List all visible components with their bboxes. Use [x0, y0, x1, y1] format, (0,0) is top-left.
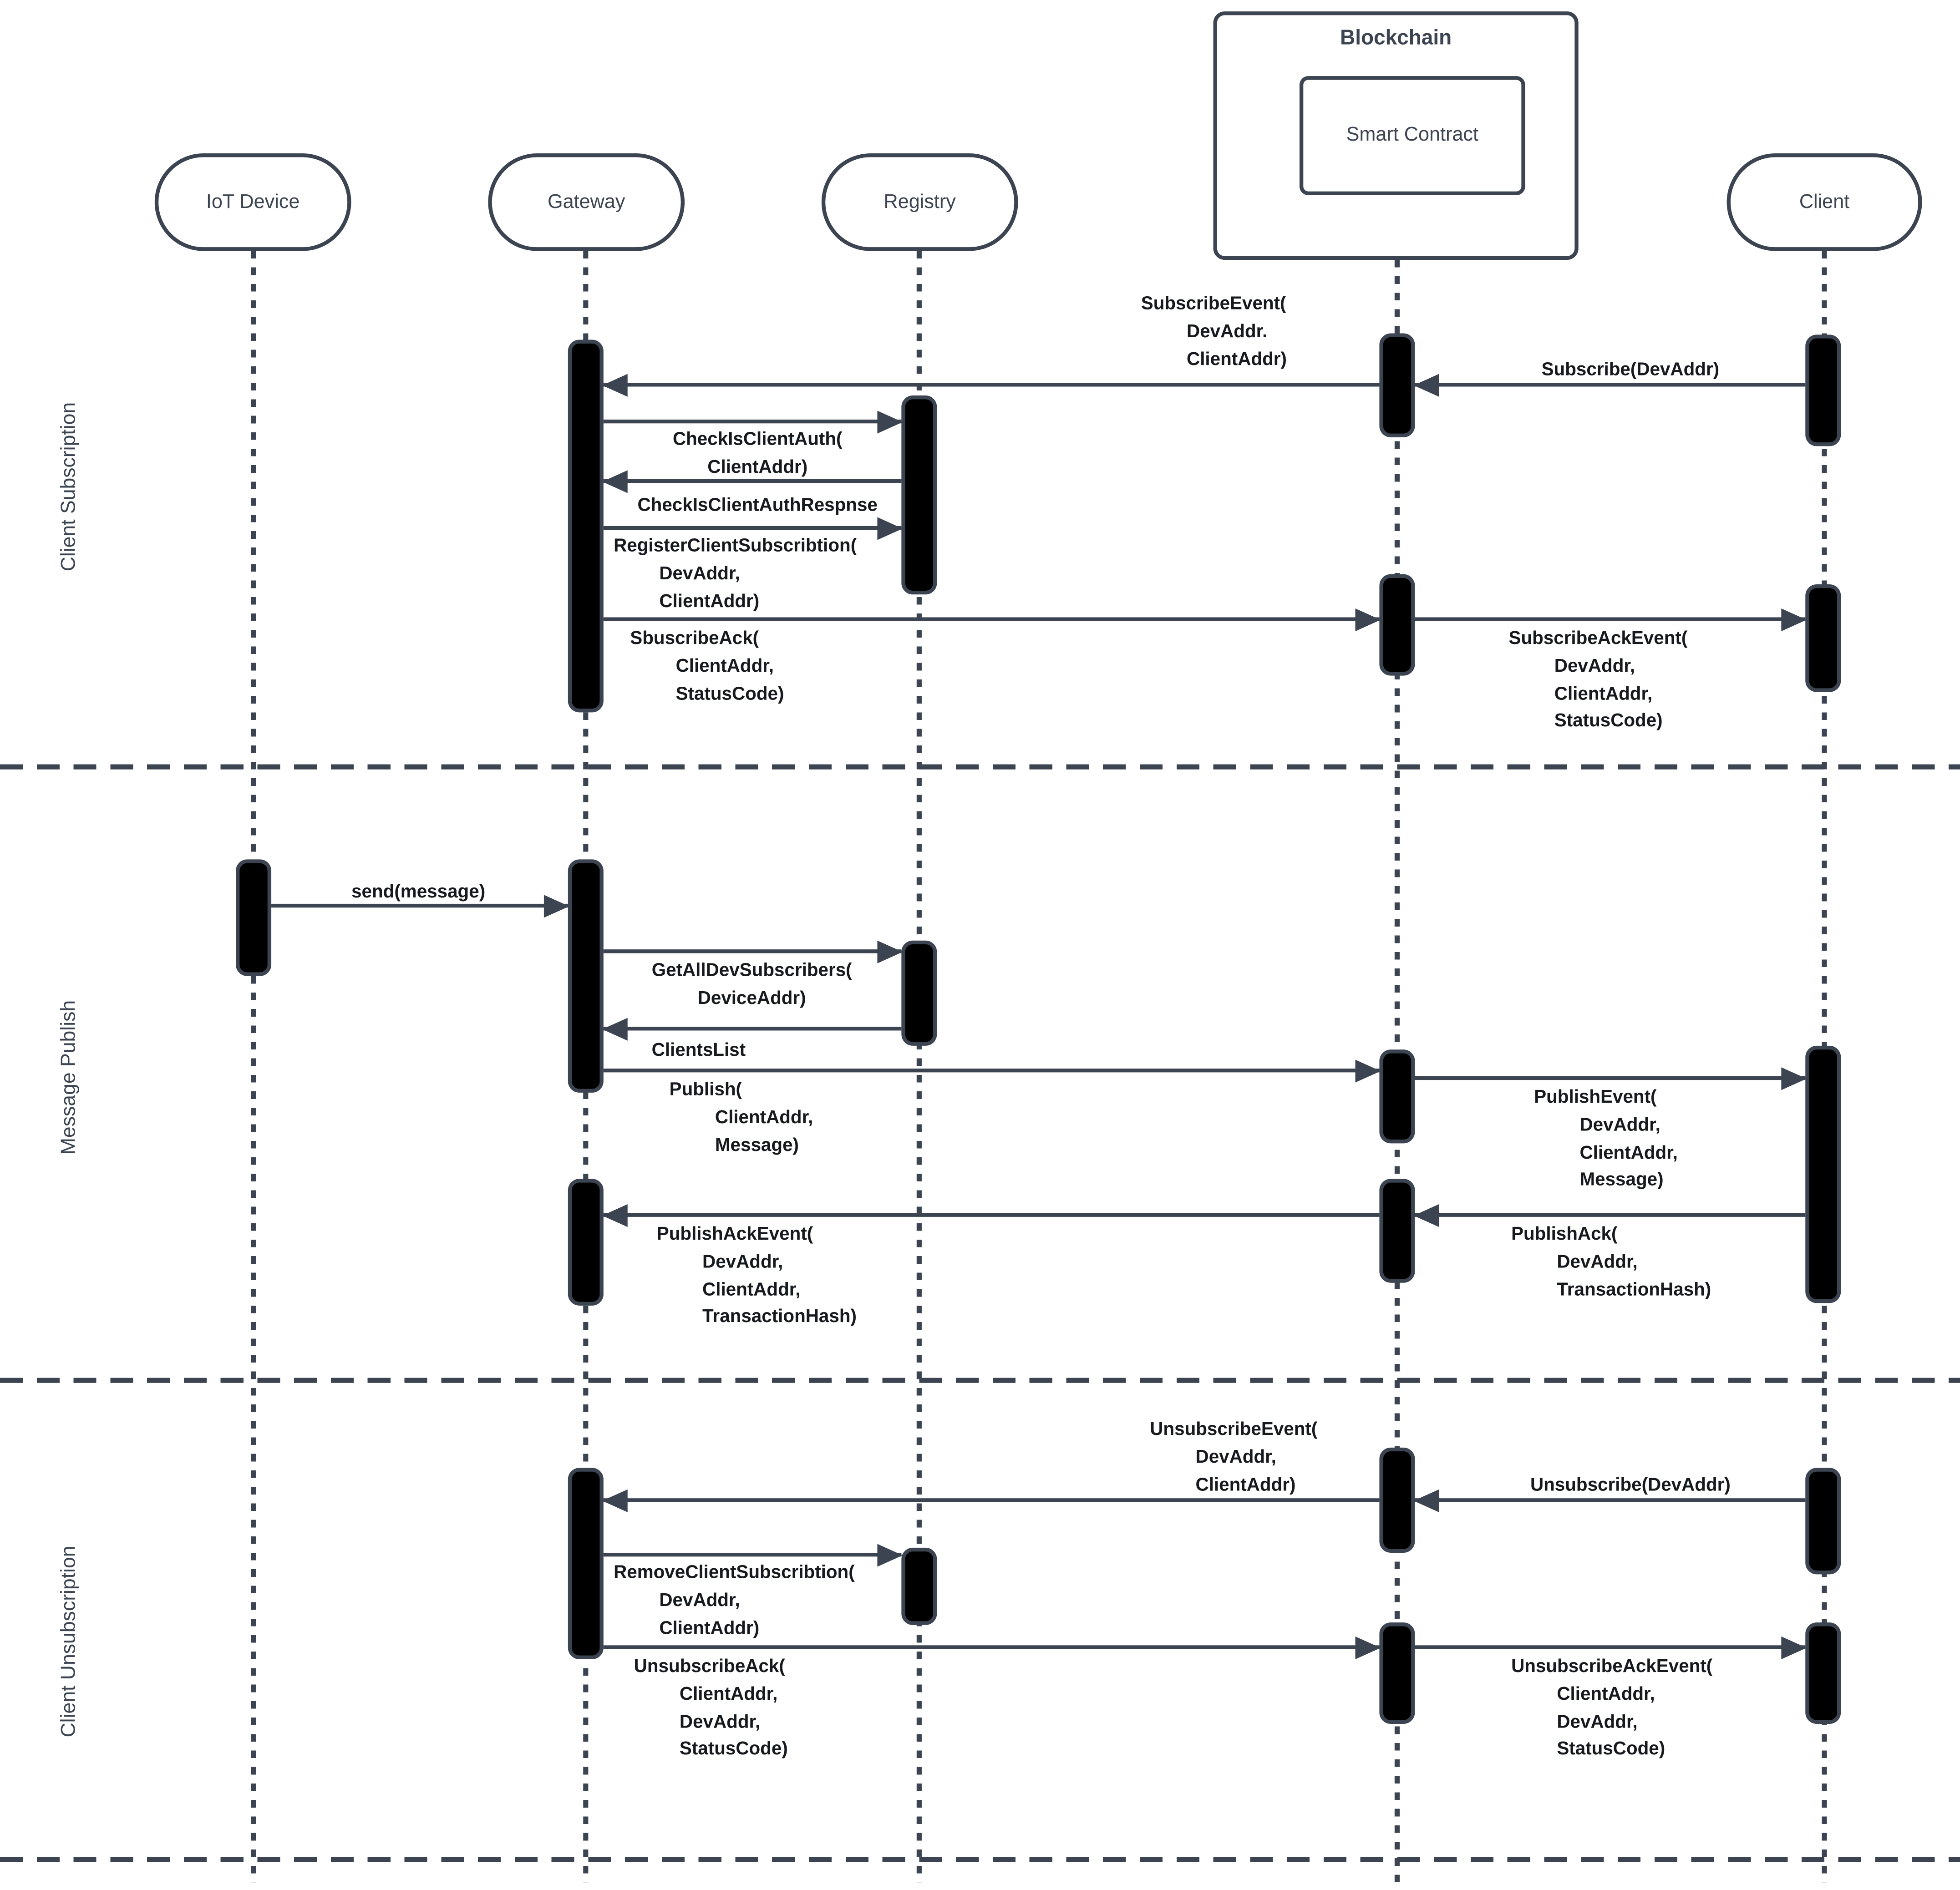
- participant-registry-label: Registry: [884, 191, 956, 213]
- activation-registry-subscription: [901, 395, 937, 595]
- participant-gateway: Gateway: [488, 153, 685, 251]
- arrow-sbuscribe-ack: [603, 617, 1380, 621]
- message-unsubscribe-ack: UnsubscribeAck( ClientAddr, DevAddr, Sta…: [634, 1657, 788, 1760]
- phase-label-client-subscription: Client Subscription: [58, 402, 80, 572]
- activation-registry-unsubscription: [901, 1547, 937, 1625]
- message-register-client-subscription: RegisterClientSubscribtion( DevAddr, Cli…: [614, 536, 857, 612]
- message-publish-ack-event: PublishAckEvent( DevAddr, ClientAddr, Tr…: [656, 1224, 857, 1328]
- arrow-publish-ack: [1415, 1213, 1806, 1217]
- message-publish: Publish( ClientAddr, Message): [669, 1080, 813, 1155]
- participant-blockchain-label: Blockchain: [1340, 26, 1452, 50]
- message-get-all-dev-subscribers: GetAllDevSubscribers( DeviceAddr): [651, 961, 852, 1009]
- arrow-unsubscribe-ack: [603, 1645, 1380, 1649]
- participant-client: Client: [1726, 153, 1922, 251]
- activation-registry-publish: [901, 940, 937, 1046]
- lifeline-registry: [916, 251, 922, 1883]
- message-check-is-client-auth: CheckIsClientAuth( ClientAddr): [672, 430, 843, 478]
- separator-bottom: [0, 1857, 1960, 1862]
- activation-iot-send: [236, 859, 272, 976]
- participant-iot-device: IoT Device: [154, 153, 351, 251]
- message-remove-client-subscription: RemoveClientSubscribtion( DevAddr, Clien…: [614, 1563, 855, 1639]
- arrow-check-is-client-auth-response: [603, 479, 902, 483]
- arrow-remove-client-subscription: [603, 1552, 902, 1557]
- arrow-subscribe-event: [603, 383, 1380, 387]
- activation-gateway-publish-ack: [568, 1179, 604, 1306]
- activation-blockchain-publish-ack: [1379, 1179, 1415, 1283]
- arrow-unsubscribe-ack-event: [1415, 1645, 1806, 1649]
- participant-registry: Registry: [821, 153, 1018, 251]
- message-publish-event: PublishEvent( DevAddr, ClientAddr, Messa…: [1534, 1087, 1678, 1191]
- message-sbuscribe-ack: SbuscribeAck( ClientAddr, StatusCode): [630, 628, 784, 704]
- arrow-publish-event: [1415, 1076, 1806, 1080]
- activation-client-unsubscribe-ack: [1805, 1622, 1841, 1724]
- activation-blockchain-publish: [1379, 1049, 1415, 1144]
- activation-client-subscribe: [1805, 334, 1841, 446]
- message-check-is-client-auth-response: CheckIsClientAuthRespnse: [637, 496, 878, 516]
- participant-gateway-label: Gateway: [547, 191, 625, 213]
- message-unsubscribe-ack-event: UnsubscribeAckEvent( ClientAddr, DevAddr…: [1511, 1657, 1713, 1760]
- separator-subscription-publish: [0, 764, 1960, 770]
- arrow-clients-list: [603, 1027, 902, 1031]
- activation-gateway-unsubscription: [568, 1468, 604, 1659]
- arrow-subscribe-ack-event: [1415, 617, 1806, 621]
- phase-label-client-unsubscription: Client Unsubscription: [58, 1545, 80, 1738]
- message-unsubscribe-event: UnsubscribeEvent( DevAddr, ClientAddr): [1150, 1419, 1318, 1495]
- phase-label-message-publish: Message Publish: [58, 1000, 80, 1155]
- arrow-send: [271, 903, 568, 908]
- activation-client-unsubscribe: [1805, 1468, 1841, 1575]
- lifeline-iot-device: [251, 251, 256, 1883]
- participant-smart-contract: Smart Contract: [1299, 76, 1525, 195]
- message-send: send(message): [351, 882, 486, 903]
- message-unsubscribe: Unsubscribe(DevAddr): [1530, 1475, 1731, 1496]
- activation-blockchain-subscribe-ack: [1379, 574, 1415, 676]
- activation-client-publish: [1805, 1045, 1841, 1303]
- message-subscribe: Subscribe(DevAddr): [1541, 360, 1720, 380]
- participant-client-label: Client: [1799, 191, 1850, 213]
- participant-blockchain: Blockchain Smart Contract: [1213, 11, 1579, 260]
- arrow-unsubscribe: [1415, 1498, 1806, 1502]
- activation-blockchain-unsubscribe: [1379, 1447, 1415, 1553]
- message-clients-list: ClientsList: [651, 1040, 746, 1061]
- separator-publish-unsubscription: [0, 1378, 1960, 1383]
- arrow-subscribe: [1415, 383, 1806, 387]
- arrow-publish-ack-event: [603, 1213, 1380, 1217]
- arrow-publish: [603, 1069, 1380, 1073]
- arrow-register-client-subscription: [603, 526, 902, 530]
- arrow-get-all-dev-subscribers: [603, 949, 902, 953]
- message-publish-ack: PublishAck( DevAddr, TransactionHash): [1511, 1224, 1711, 1300]
- arrow-unsubscribe-event: [603, 1498, 1380, 1502]
- activation-blockchain-unsubscribe-ack: [1379, 1622, 1415, 1724]
- activation-client-subscribe-ack: [1805, 584, 1841, 692]
- activation-gateway-publish: [568, 859, 604, 1093]
- message-subscribe-ack-event: SubscribeAckEvent( DevAddr, ClientAddr, …: [1508, 628, 1688, 732]
- activation-blockchain-subscribe: [1379, 333, 1415, 437]
- arrow-check-is-client-auth: [603, 419, 902, 424]
- activation-gateway-subscription: [568, 339, 604, 713]
- participant-iot-device-label: IoT Device: [206, 191, 300, 213]
- message-subscribe-event: SubscribeEvent( DevAddr. ClientAddr): [1141, 294, 1287, 370]
- participant-smart-contract-label: Smart Contract: [1346, 124, 1478, 146]
